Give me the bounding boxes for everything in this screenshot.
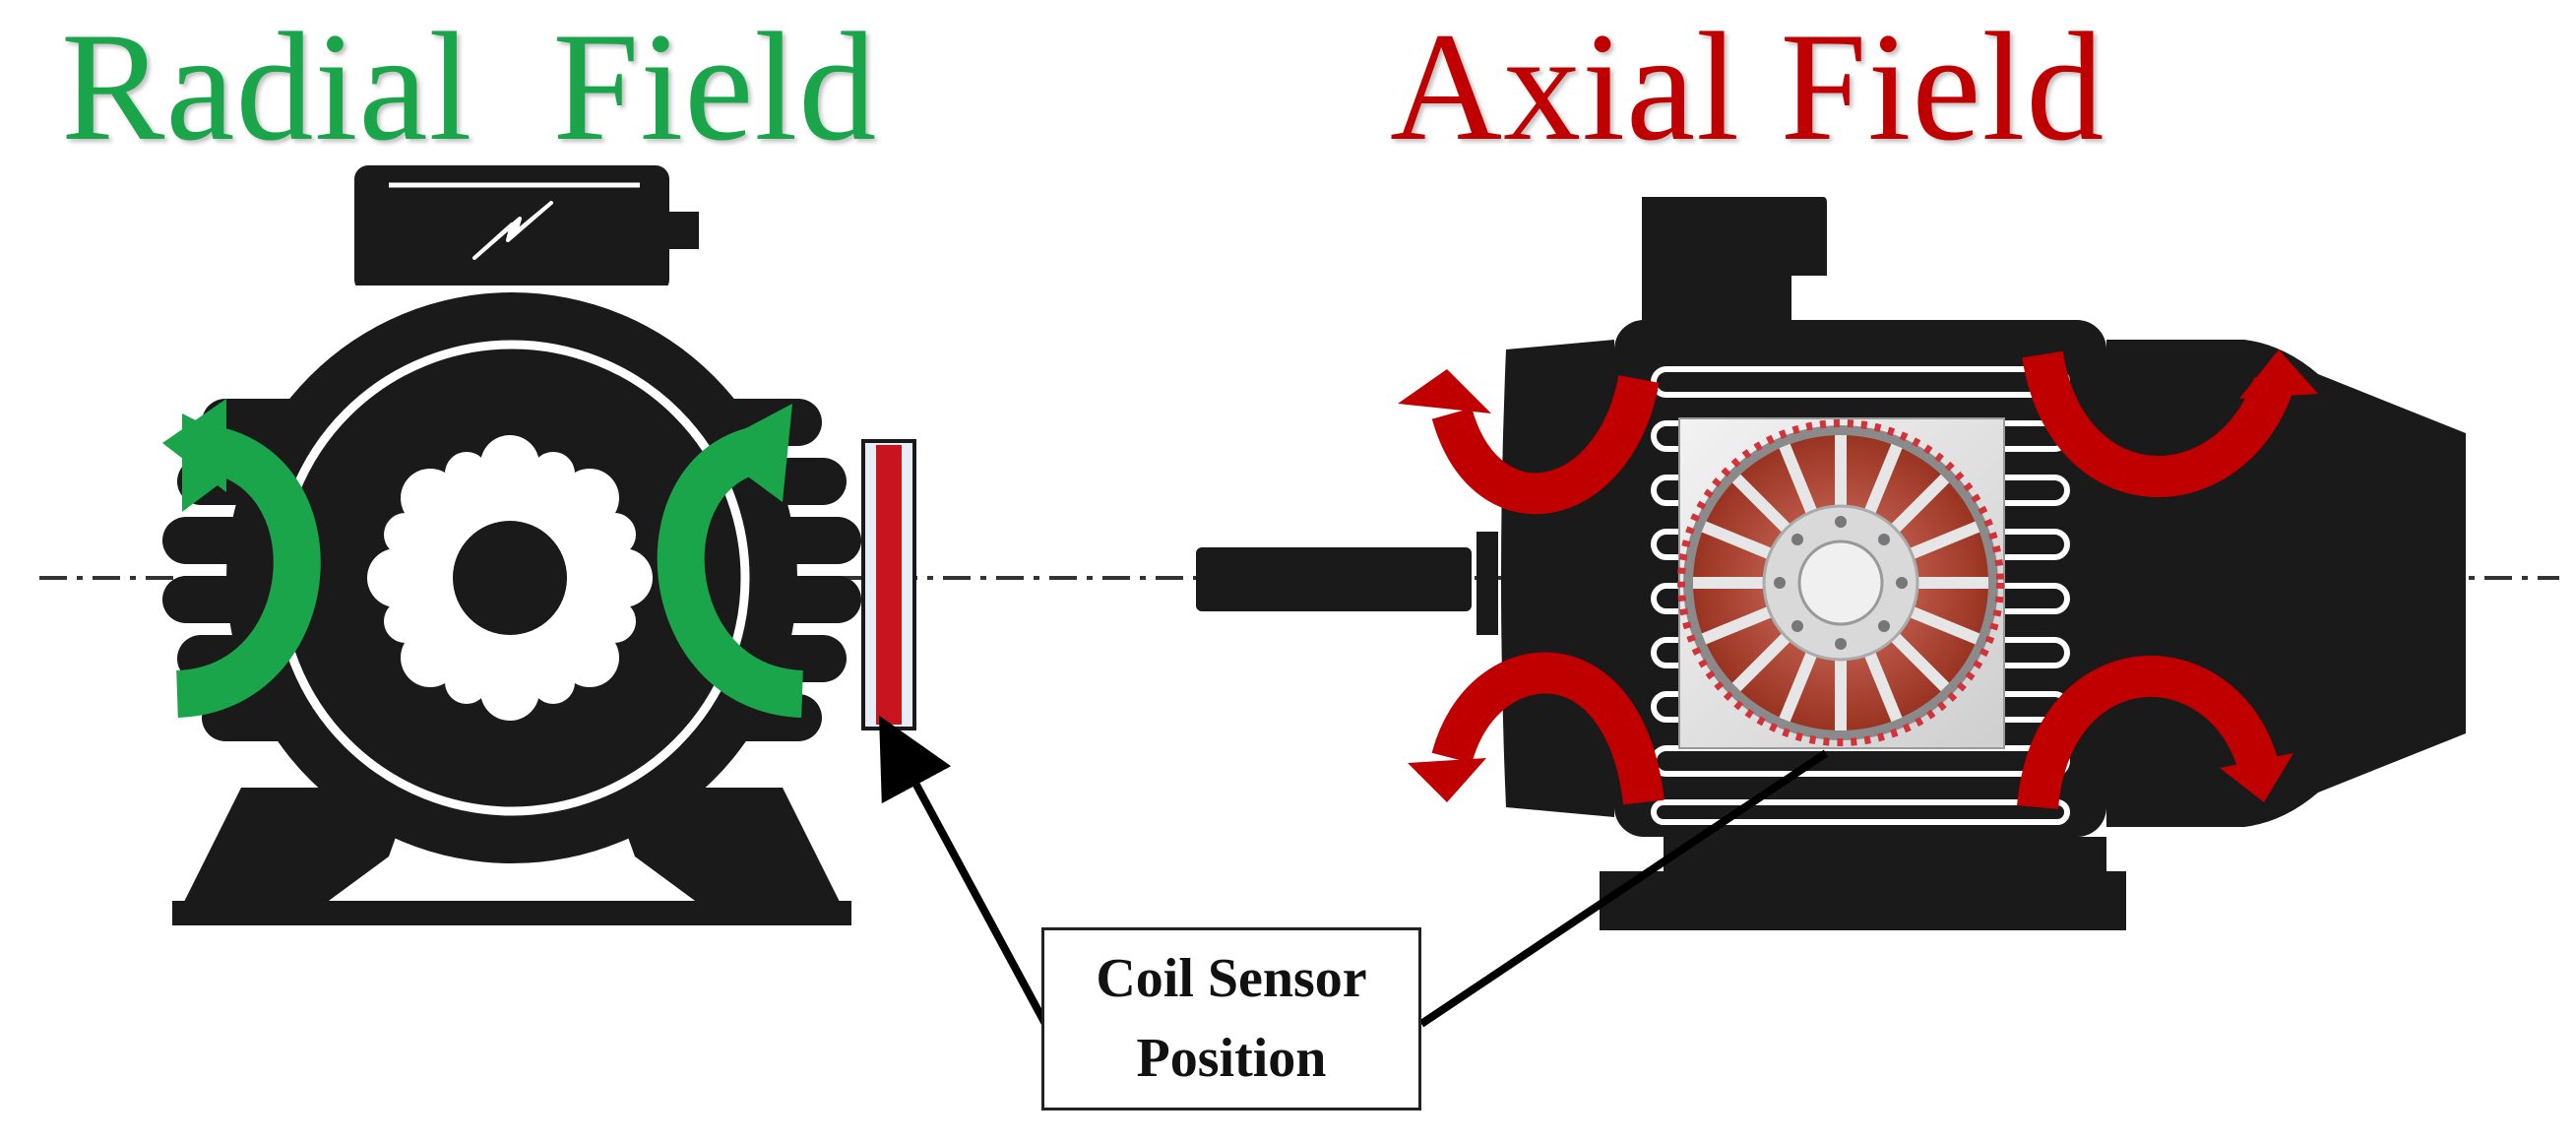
axial-field-arrow-bottom-right [2017,656,2293,810]
radial-field-title: Radial Field [61,1,878,173]
pointer-arrow-radial [879,715,1049,1026]
callout-line-1: Coil Sensor [1096,947,1367,1009]
coil-sensor-position-callout: Coil Sensor Position [1041,927,1421,1110]
radial-field-arrow-left [162,399,321,718]
callout-line-2: Position [1136,1028,1327,1089]
pointer-line-axial [1418,749,1829,1028]
axial-field-arrow-top-right [2022,349,2318,497]
axial-field-title: Axial Field [1390,1,2105,173]
axial-field-arrow-bottom-left [1408,652,1665,805]
coil-sensor-icon [861,439,916,730]
lightning-icon [472,201,553,260]
stator-icon [1677,417,2005,749]
gear-icon [367,435,653,721]
radial-field-arrow-right [657,404,804,718]
axial-field-arrow-top-left [1398,369,1660,515]
